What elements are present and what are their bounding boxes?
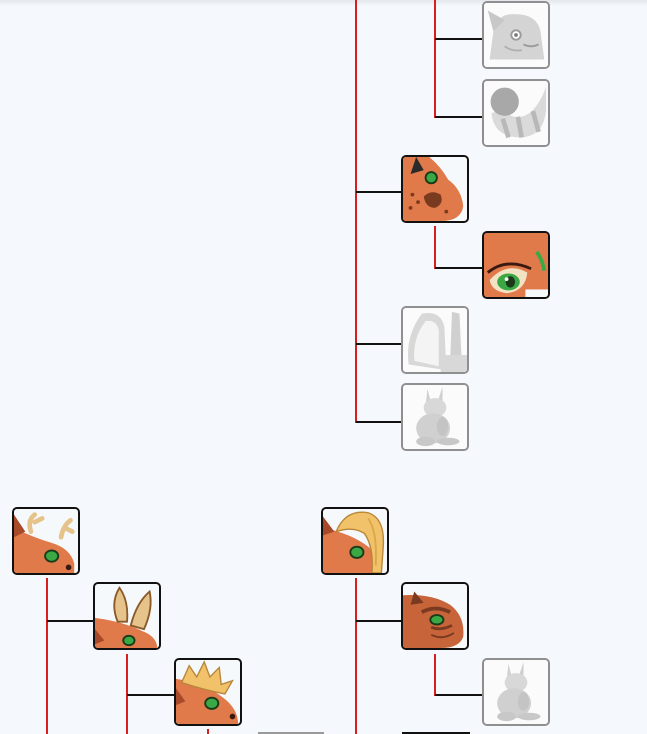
trait-tile-long-ear[interactable] xyxy=(401,306,469,374)
trait-tile-sitting-rabbit[interactable] xyxy=(401,383,469,451)
trait-tile-cheek-spots[interactable] xyxy=(401,155,469,223)
connector-vertical xyxy=(207,729,209,734)
connector-vertical xyxy=(355,0,357,423)
top-edge-shadow xyxy=(0,0,647,6)
sitting-rabbit-icon xyxy=(403,385,467,449)
tile-edge-partial xyxy=(258,732,324,734)
connector-horizontal xyxy=(356,191,402,193)
trait-tile-long-hair[interactable] xyxy=(321,507,389,575)
tile-edge-partial xyxy=(402,732,470,734)
connector-vertical xyxy=(434,654,436,696)
long-hair-icon xyxy=(323,509,387,573)
fluffy-mane-icon xyxy=(176,660,240,724)
trait-tile-pointed-ears[interactable] xyxy=(93,582,161,650)
connector-vertical xyxy=(434,226,436,269)
trait-tile-fluffy-mane[interactable] xyxy=(174,658,242,726)
connector-horizontal xyxy=(356,343,402,345)
green-eye-icon xyxy=(484,233,548,297)
trait-tile-cat-face[interactable] xyxy=(482,1,550,69)
connector-horizontal xyxy=(356,620,402,622)
trait-tile-green-eye[interactable] xyxy=(482,231,550,299)
pointed-ears-icon xyxy=(95,584,159,648)
connector-vertical xyxy=(46,578,48,734)
connector-vertical xyxy=(434,0,436,118)
brow-face-icon xyxy=(403,584,467,648)
connector-horizontal xyxy=(435,38,483,40)
long-ear-icon xyxy=(403,308,467,372)
sitting-rabbit-icon xyxy=(484,660,548,724)
connector-horizontal xyxy=(127,694,175,696)
connector-horizontal xyxy=(435,116,483,118)
connector-horizontal xyxy=(435,267,483,269)
connector-horizontal xyxy=(356,421,402,423)
connector-horizontal xyxy=(435,694,483,696)
trait-tile-sitting-rabbit[interactable] xyxy=(482,658,550,726)
trait-tile-antler-head[interactable] xyxy=(12,507,80,575)
cheek-spots-icon xyxy=(403,157,467,221)
antler-head-icon xyxy=(14,509,78,573)
trait-tile-striped-tail[interactable] xyxy=(482,79,550,147)
connector-vertical xyxy=(355,578,357,734)
connector-horizontal xyxy=(47,620,94,622)
striped-tail-icon xyxy=(484,81,548,145)
trait-tile-brow-face[interactable] xyxy=(401,582,469,650)
cat-face-icon xyxy=(484,3,548,67)
